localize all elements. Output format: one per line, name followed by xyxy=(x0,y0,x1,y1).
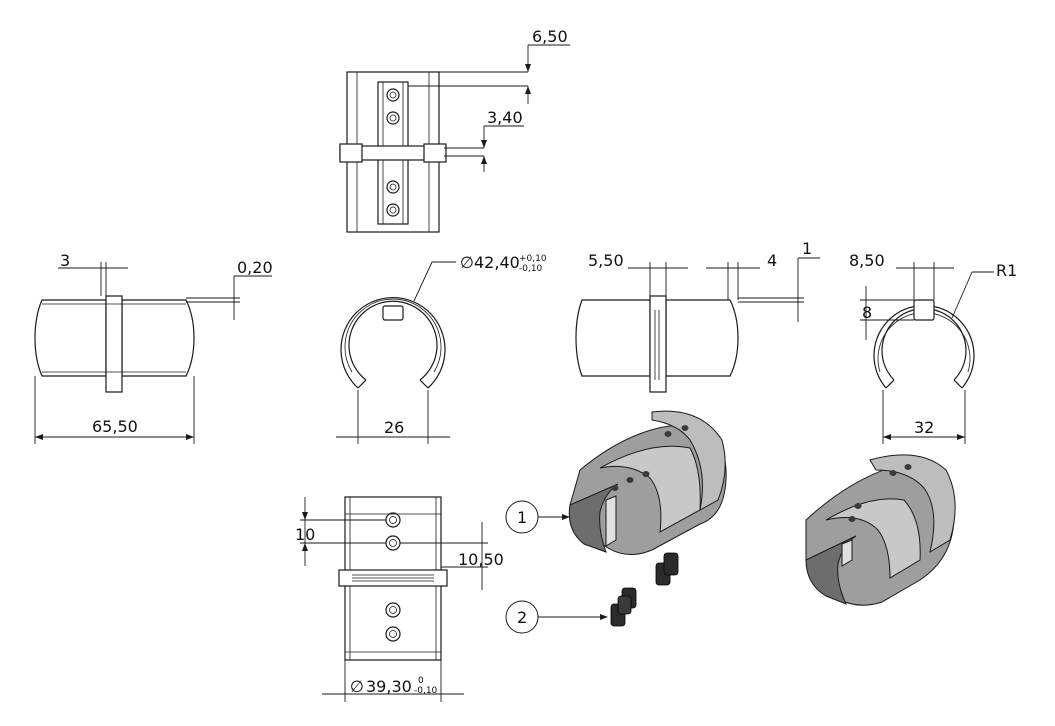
dim-bottom-diameter-symbol: ∅ xyxy=(350,677,364,696)
side-view-left: 3 0,20 65,50 xyxy=(34,251,273,444)
dim-side-clearance: 0,20 xyxy=(237,258,273,277)
dim-side-length: 65,50 xyxy=(92,417,138,436)
isometric-view-rotated xyxy=(805,454,956,606)
set-screws xyxy=(610,552,679,627)
front-view: ∅ 42,40 +0,10 -0,10 26 xyxy=(336,253,547,444)
dim-top-slot: 3,40 xyxy=(487,108,523,127)
dim-side-gap: 3 xyxy=(60,251,70,270)
dim-end-height: 8 xyxy=(862,303,872,322)
svg-text:1: 1 xyxy=(517,508,527,527)
end-view: 8,50 8 R1 32 xyxy=(849,251,1017,444)
dim-right-step: 4 xyxy=(767,251,777,270)
dim-end-width: 8,50 xyxy=(849,251,885,270)
dim-front-diameter-tol-upper: +0,10 xyxy=(519,254,547,264)
top-view-holes xyxy=(386,88,400,217)
dim-bottom-pitch: 10 xyxy=(295,525,315,544)
balloon-1: 1 xyxy=(505,500,570,534)
side-view-right: 5,50 4 1 xyxy=(575,239,820,393)
bottom-view: 10 10,50 ∅ 39,30 0 -0,10 xyxy=(295,496,504,702)
dim-end-opening: 32 xyxy=(914,418,934,437)
dim-front-opening: 26 xyxy=(384,418,404,437)
dim-front-diameter-tol-lower: -0,10 xyxy=(519,264,543,274)
dim-front-diameter: 42,40 xyxy=(474,253,520,272)
balloon-2: 2 xyxy=(505,600,608,634)
dim-bottom-offset: 10,50 xyxy=(458,550,504,569)
dim-top-offset: 6,50 xyxy=(532,27,568,46)
dim-right-band: 5,50 xyxy=(588,251,624,270)
isometric-view-assembled xyxy=(568,410,727,555)
dim-end-radius: R1 xyxy=(996,261,1017,280)
dim-right-offset: 1 xyxy=(802,239,812,258)
dim-front-diameter-symbol: ∅ xyxy=(460,253,474,272)
dim-bottom-diameter-tol-lower: -0,10 xyxy=(414,686,438,696)
svg-text:2: 2 xyxy=(517,608,527,627)
dim-bottom-diameter: 39,30 xyxy=(366,677,412,696)
dim-bottom-diameter-tol-upper: 0 xyxy=(418,676,424,686)
top-view: 6,50 3,40 xyxy=(339,27,570,233)
